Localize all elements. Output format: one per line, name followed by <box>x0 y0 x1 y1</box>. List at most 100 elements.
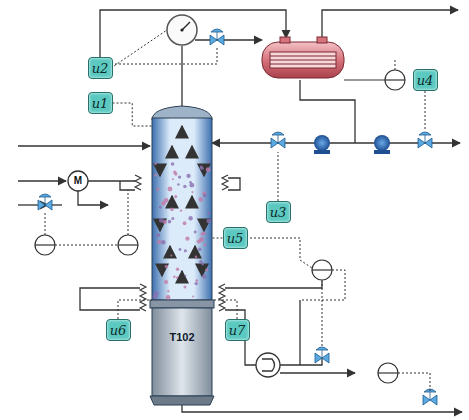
signal-line <box>55 245 118 246</box>
column-internals <box>205 269 208 272</box>
heater-coil <box>219 284 225 311</box>
column-internals <box>191 191 193 193</box>
pipe <box>280 372 355 373</box>
condenser <box>317 37 327 43</box>
column-internals <box>170 254 172 256</box>
column <box>152 308 212 396</box>
control-input-box: u6 <box>106 319 131 341</box>
pipe <box>299 300 300 365</box>
column-internals <box>200 167 203 170</box>
column-internals <box>185 275 187 277</box>
column-internals <box>167 290 169 292</box>
column-internals <box>180 210 182 212</box>
control-valve <box>45 197 46 205</box>
signal-line <box>128 190 129 235</box>
column-internals <box>159 164 161 176</box>
controller <box>385 70 405 90</box>
distillation-column: T102 <box>152 112 212 405</box>
pipe <box>18 180 66 181</box>
signal-connector <box>212 238 223 239</box>
column-internals <box>171 217 174 220</box>
controller <box>35 235 55 255</box>
control-valve <box>39 194 51 197</box>
column-internals <box>194 231 197 234</box>
column-internals <box>181 271 183 283</box>
column-internals <box>195 256 197 258</box>
signal-line <box>398 373 430 392</box>
signal-line <box>45 212 46 235</box>
pump <box>314 135 390 154</box>
pipe <box>80 288 140 310</box>
pipe <box>322 10 458 42</box>
signal-connector <box>212 300 237 319</box>
control-variable: u5 <box>227 232 244 245</box>
column-internals <box>161 264 163 276</box>
column-internals <box>183 221 187 225</box>
column-internals <box>157 240 161 244</box>
signal-line <box>246 238 312 268</box>
column-internals <box>159 206 162 209</box>
control-input-box: u5 <box>223 227 248 249</box>
equipment-tag: T102 <box>169 331 194 343</box>
column-internals <box>192 295 194 297</box>
column-internals <box>202 274 206 278</box>
controller <box>35 244 55 245</box>
controller <box>312 260 332 280</box>
signal-connector <box>113 103 153 126</box>
control-variable: u6 <box>110 324 127 337</box>
pump <box>314 150 330 154</box>
signal-line <box>111 30 167 68</box>
column-internals <box>195 282 198 285</box>
signal-line <box>45 30 430 392</box>
control-input-box: u4 <box>413 69 438 91</box>
column-internals <box>183 285 186 288</box>
column-internals <box>204 243 207 246</box>
pipe <box>228 178 240 190</box>
column-internals <box>191 146 193 158</box>
column-internals <box>172 178 174 180</box>
column-internals <box>174 195 177 198</box>
column-internals <box>203 219 205 231</box>
control-valve <box>419 132 431 135</box>
control-variable: u7 <box>229 324 246 337</box>
control-valve <box>211 29 223 32</box>
pipe <box>225 281 322 288</box>
column-internals <box>199 197 203 201</box>
column-internals <box>195 279 198 282</box>
control-valve <box>272 132 284 135</box>
heater-coil <box>135 175 228 311</box>
control-valve <box>278 135 279 143</box>
column-internals <box>166 295 171 300</box>
column-internals <box>164 280 168 284</box>
controller <box>378 372 398 373</box>
controller <box>35 70 405 383</box>
signal-line <box>278 152 279 201</box>
condenser <box>270 64 336 65</box>
control-valve <box>38 29 437 405</box>
column-internals <box>191 196 193 208</box>
control-valve <box>217 32 218 40</box>
column-internals <box>183 185 187 189</box>
signal-line <box>111 48 217 64</box>
condenser <box>262 37 344 78</box>
column-internals <box>201 264 203 276</box>
column-internals <box>171 162 175 166</box>
column <box>150 300 214 308</box>
pipe <box>182 405 462 412</box>
signal-line <box>395 60 396 70</box>
condenser <box>270 60 336 61</box>
column-internals <box>159 218 164 223</box>
heater-coil <box>222 175 228 190</box>
column-internals <box>206 219 211 224</box>
column-internals <box>197 240 201 244</box>
column-internals <box>165 265 169 269</box>
column-internals <box>179 248 182 251</box>
column-internals <box>198 248 202 252</box>
condenser <box>262 42 344 78</box>
column-internals <box>207 211 210 214</box>
signal-line <box>425 91 426 130</box>
pipe <box>18 10 462 412</box>
signal-connector <box>118 300 152 319</box>
